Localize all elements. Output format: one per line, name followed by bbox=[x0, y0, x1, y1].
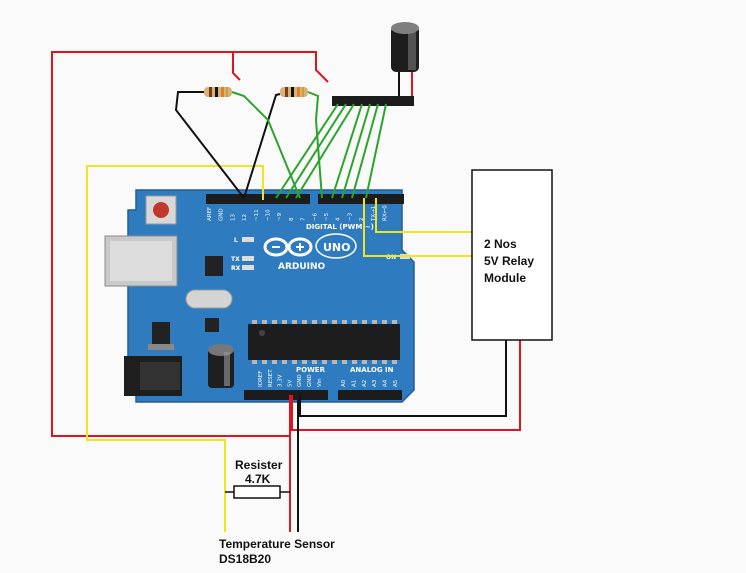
digital-label: DIGITAL (PWM ~) bbox=[306, 223, 374, 231]
arduino-logo-icon bbox=[263, 237, 313, 257]
red-wire-top bbox=[233, 51, 329, 83]
pin-label: 13 bbox=[230, 214, 236, 221]
relay-label-line3: Module bbox=[484, 271, 526, 285]
pin-label: TX→1 bbox=[371, 206, 377, 222]
resistor-title: Resister bbox=[235, 458, 283, 472]
relay-label: 2 Nos 5V Relay Module bbox=[484, 236, 534, 287]
pin-label: ~11 bbox=[254, 209, 260, 221]
arduino-board: ARDUINO UNO DIGITAL (PWM ~) POWER ANALOG… bbox=[104, 189, 415, 403]
yellow-wire-data bbox=[86, 165, 264, 532]
resistor-2-icon bbox=[280, 87, 308, 97]
pin-label: 2 bbox=[359, 218, 365, 222]
pin-label: 3.3V bbox=[278, 374, 284, 387]
resistor-value: 4.7K bbox=[245, 472, 271, 486]
pin-label: GND bbox=[219, 208, 225, 221]
pin-label: A1 bbox=[351, 380, 357, 387]
pin-label: RESET bbox=[268, 369, 274, 387]
yellow-wire-relay-2 bbox=[375, 198, 472, 233]
capacitor-icon bbox=[391, 22, 419, 98]
arduino-brand-label: ARDUINO bbox=[278, 262, 326, 272]
pin-label: A4 bbox=[383, 379, 389, 387]
crystal bbox=[185, 289, 233, 309]
pin-label: A2 bbox=[362, 380, 368, 387]
pullup-resistor-symbol bbox=[225, 485, 290, 499]
on-label: ON bbox=[386, 254, 396, 261]
pin-label: ~10 bbox=[266, 209, 272, 221]
pin-label: A0 bbox=[341, 379, 347, 387]
red-wire-5v-loop bbox=[51, 51, 290, 437]
uno-label: UNO bbox=[323, 241, 351, 254]
pin-label: ~9 bbox=[277, 212, 283, 221]
pin-label: 4 bbox=[336, 217, 342, 221]
pin-label: AREF bbox=[207, 207, 213, 221]
pin-label: 8 bbox=[289, 217, 295, 221]
sensor-label: Temperature Sensor DS18B20 bbox=[219, 537, 335, 567]
green-wires bbox=[275, 103, 387, 199]
pin-label: IOREF bbox=[258, 371, 264, 387]
black-wire-2 bbox=[243, 93, 281, 199]
pin-label: A3 bbox=[372, 379, 378, 387]
led-tx-label: TX bbox=[231, 256, 240, 263]
pin-label: GND bbox=[297, 374, 303, 387]
led-rx-label: RX bbox=[231, 265, 241, 272]
pin-label: ~5 bbox=[324, 212, 330, 221]
relay-label-line2: 5V Relay bbox=[484, 254, 535, 268]
sensor-label-line2: DS18B20 bbox=[219, 552, 272, 566]
pin-label: A5 bbox=[393, 379, 399, 387]
pin-label: RX←0 bbox=[383, 205, 389, 221]
sensor-label-line1: Temperature Sensor bbox=[219, 537, 335, 551]
black-wire-1 bbox=[174, 91, 245, 199]
relay-module-box bbox=[471, 169, 553, 341]
power-label: POWER bbox=[296, 366, 326, 374]
pin-label: 5V bbox=[287, 380, 293, 387]
black-wire-gnd bbox=[299, 340, 507, 417]
relay-label-line1: 2 Nos bbox=[484, 237, 517, 251]
pin-label: 7 bbox=[301, 217, 307, 221]
pin-label: ~3 bbox=[347, 212, 353, 221]
analog-label: ANALOG IN bbox=[350, 366, 394, 374]
pin-label: GND bbox=[307, 374, 313, 387]
resistor-1-icon bbox=[204, 87, 232, 97]
board-capacitor-icon bbox=[208, 344, 234, 388]
pin-label: 12 bbox=[242, 214, 248, 221]
pin-label: ~6 bbox=[312, 212, 318, 221]
yellow-wire-relay-1 bbox=[363, 198, 472, 257]
led-l-label: L bbox=[234, 237, 238, 244]
header-strip bbox=[332, 96, 414, 106]
red-wire-relay bbox=[291, 340, 521, 431]
atmega-chip bbox=[248, 324, 400, 360]
pin-label: Vin bbox=[317, 378, 323, 387]
